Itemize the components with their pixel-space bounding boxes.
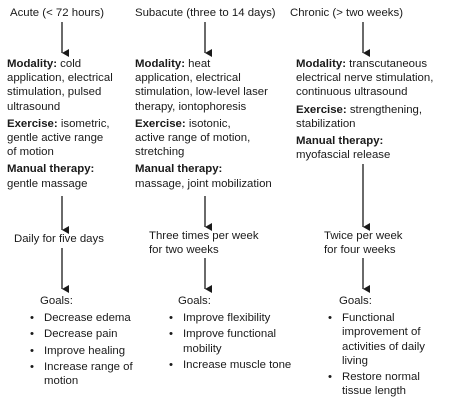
exercise-text: isometric,: [57, 117, 110, 130]
column-header: Chronic (> two weeks): [290, 7, 403, 19]
modality-text: application, electrical: [135, 72, 241, 85]
goals-block: Goals: Decrease edema Decrease pain Impr…: [30, 294, 133, 388]
goal-item: Improve flexibility: [167, 311, 291, 325]
modality-text: stimulation, pulsed: [7, 86, 102, 99]
frequency-text: Daily for five days: [14, 232, 104, 246]
treatment-block: Modality: cold application, electrical s…: [7, 57, 113, 191]
frequency-text: Three times per week for two weeks: [149, 229, 259, 257]
frequency-text: Twice per week for four weeks: [324, 229, 403, 257]
modality-text: therapy, iontophoresis: [135, 100, 247, 113]
frequency-line: for two weeks: [149, 244, 219, 257]
modality-text: heat: [185, 58, 211, 70]
exercise-text: gentle active range: [7, 132, 104, 145]
frequency-line: Three times per week: [149, 230, 259, 242]
manual-therapy-text: gentle massage: [7, 177, 88, 190]
treatment-block: Modality: transcutaneous electrical nerv…: [296, 57, 433, 162]
column-header: Acute (< 72 hours): [10, 7, 105, 19]
exercise-text: active range of motion,: [135, 132, 251, 145]
goals-title: Goals:: [178, 295, 211, 307]
exercise-label: Exercise:: [135, 117, 186, 130]
goals-list: Improve flexibility Improve functionalmo…: [167, 311, 291, 372]
exercise-text: of motion: [7, 146, 54, 159]
modality-text: electrical nerve stimulation,: [296, 72, 434, 85]
exercise-label: Exercise:: [296, 103, 347, 116]
goal-item: Improve healing: [28, 344, 133, 358]
modality-label: Modality:: [7, 58, 57, 70]
frequency-line: Twice per week: [324, 230, 403, 242]
manual-therapy-label: Manual therapy:: [296, 135, 384, 148]
manual-therapy-text: myofascial release: [296, 149, 391, 162]
goals-list: Decrease edema Decrease pain Improve hea…: [28, 311, 133, 388]
goal-item: Decrease edema: [28, 311, 133, 325]
modality-text: continuous ultrasound: [296, 86, 408, 99]
modality-text: transcutaneous: [346, 58, 428, 70]
modality-text: ultrasound: [7, 100, 61, 113]
frequency-line: for four weeks: [324, 244, 396, 257]
manual-therapy-text: massage, joint mobilization: [135, 177, 272, 190]
modality-text: cold: [57, 58, 82, 70]
manual-therapy-label: Manual therapy:: [135, 163, 223, 176]
exercise-text: stabilization: [296, 117, 356, 130]
modality-label: Modality:: [135, 58, 185, 70]
modality-text: stimulation, low-level laser: [135, 86, 268, 99]
frequency-line: Daily for five days: [14, 233, 104, 245]
treatment-block: Modality: heat application, electrical s…: [135, 57, 272, 191]
goals-title: Goals:: [339, 295, 372, 307]
goals-title: Goals:: [40, 295, 73, 307]
exercise-label: Exercise:: [7, 117, 58, 130]
manual-therapy-label: Manual therapy:: [7, 163, 95, 176]
goal-item: Increase muscle tone: [167, 358, 291, 372]
goal-item: Decrease pain: [28, 327, 133, 341]
exercise-text: isotonic,: [185, 117, 231, 130]
exercise-text: stretching: [135, 146, 185, 159]
goals-block: Goals: Improve flexibility Improve funct…: [169, 294, 291, 372]
modality-label: Modality:: [296, 58, 346, 70]
modality-text: application, electrical: [7, 72, 113, 85]
column-header: Subacute (three to 14 days): [135, 7, 276, 19]
exercise-text: strengthening,: [346, 103, 423, 116]
